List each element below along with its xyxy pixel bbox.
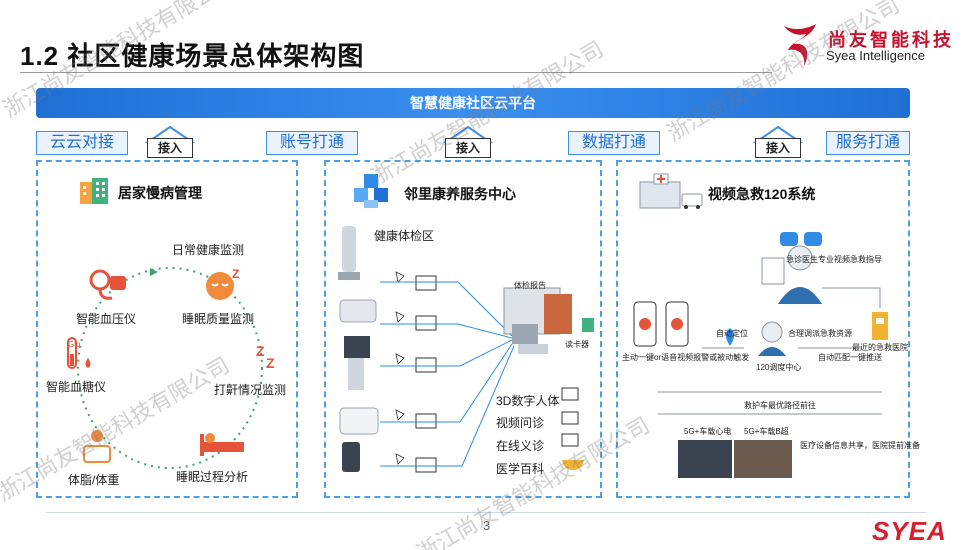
- nearest-hospital-label: 最近的急救医院: [852, 343, 908, 352]
- page-number: 3: [483, 518, 491, 533]
- service-3d-body: 3D数字人体: [496, 394, 560, 408]
- ecg-label: 5G+车载心电: [684, 427, 732, 436]
- panel-home-chronic-care: [36, 160, 298, 498]
- card-reader-label: 读卡器: [565, 340, 589, 349]
- access-label: 接入: [147, 138, 193, 158]
- bed-sleep-icon: [200, 433, 244, 456]
- logo-chinese-name: 尚友智能科技: [828, 30, 954, 51]
- panel-title: 视频急救120系统: [708, 186, 816, 202]
- monitoring-cycle-diagram: [77, 267, 263, 469]
- glucose-meter-label: 智能血糖仪: [46, 380, 107, 394]
- svg-text:Z: Z: [256, 343, 265, 359]
- sleep-face-icon: Z: [206, 267, 239, 300]
- info-share-label: 医疗设备信息共享，医院提前准备: [800, 441, 920, 450]
- footer-divider: [46, 512, 926, 513]
- doctor-guidance-label: 急诊医生专业视频急救指导: [786, 255, 882, 264]
- glucose-icon-text: Glu: [68, 340, 81, 349]
- snoring-label: 打鼾情况监测: [214, 383, 287, 397]
- page-title: 1.2 社区健康场景总体架构图: [20, 41, 365, 71]
- blood-pressure-monitor-icon: [89, 269, 126, 300]
- footer-brand-logo: SYEA: [872, 516, 947, 546]
- ultrasound-label: 5G+车载B超: [744, 427, 789, 436]
- header-divider: [20, 72, 772, 73]
- exam-zone-label: 健康体检区: [374, 229, 435, 243]
- service-online-clinic: 在线义诊: [496, 439, 545, 453]
- snoring-z-icon: Z Z: [256, 343, 275, 371]
- report-label: 体检报告: [514, 281, 546, 290]
- cloud-platform-bar: 智慧健康社区云平台: [36, 88, 910, 118]
- daily-monitoring-label: 日常健康监测: [172, 243, 245, 257]
- alarm-trigger-label: 主动一键or语音视频报警或被动触发: [622, 353, 750, 362]
- panel-neighborhood-care-center: [324, 160, 602, 498]
- tag-data-link: 数据打通: [568, 131, 660, 155]
- bp-monitor-label: 智能血压仪: [76, 312, 137, 326]
- company-logo: 尚友智能科技 Syea Intelligence: [778, 22, 968, 72]
- access-label: 接入: [445, 138, 491, 158]
- sleep-quality-label: 睡眠质量监测: [182, 312, 255, 326]
- service-medical-encyclopedia: 医学百科: [496, 462, 545, 476]
- svg-text:Z: Z: [232, 267, 239, 281]
- dispatch-center-label: 120调度中心: [756, 363, 802, 372]
- logo-english-name: Syea Intelligence: [826, 48, 926, 63]
- ambulance-route-label: 救护车最优路径前往: [744, 401, 816, 410]
- apartment-building-icon: [80, 178, 108, 204]
- access-label: 接入: [755, 138, 801, 158]
- emergency-flow-diagram: [633, 232, 888, 478]
- panel-title: 居家慢病管理: [118, 185, 202, 201]
- panel-video-emergency-120: [616, 160, 910, 498]
- body-fat-label: 体脂/体重: [68, 473, 120, 487]
- svg-text:Z: Z: [266, 355, 275, 371]
- sleep-analysis-label: 睡眠过程分析: [176, 470, 249, 484]
- service-video-consult: 视频问诊: [496, 416, 545, 430]
- tag-service-link: 服务打通: [826, 131, 910, 155]
- panel-title: 邻里康养服务中心: [404, 186, 516, 202]
- auto-match-label: 自动匹配一键推送: [818, 353, 882, 362]
- tag-cloud-docking: 云云对接: [36, 131, 128, 155]
- body-scale-icon: [83, 430, 111, 463]
- device-network-diagram: [338, 226, 594, 473]
- auto-locate-label: 自动定位: [716, 329, 748, 338]
- care-center-cubes-icon: [354, 174, 388, 208]
- dispatch-label: 合理调派急救资源: [788, 329, 852, 338]
- hospital-building-icon: [639, 173, 703, 209]
- syea-logo-icon: [784, 24, 816, 66]
- blood-glucose-icon: [67, 337, 91, 369]
- tag-account-link: 账号打通: [266, 131, 358, 155]
